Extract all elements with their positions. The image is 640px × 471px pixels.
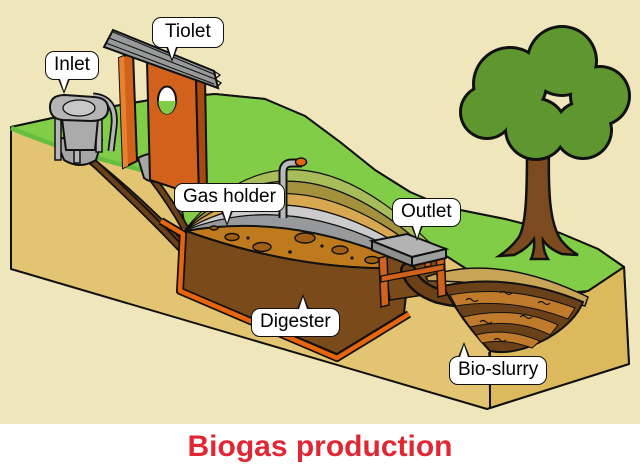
tree-canopy xyxy=(459,25,631,161)
tree xyxy=(459,25,631,261)
label-outlet: Outlet xyxy=(392,198,461,241)
bio-slurry-pit xyxy=(441,280,585,409)
hut-front-wall xyxy=(145,60,201,198)
page-title: Biogas production xyxy=(187,430,453,463)
gas-valve-knob xyxy=(294,157,308,167)
pit-texture-squiggles xyxy=(465,290,551,343)
tree-trunk xyxy=(494,148,579,261)
outlet-structure xyxy=(368,232,450,308)
label-outlet-text: Outlet xyxy=(401,201,452,222)
slurry-lumps xyxy=(209,225,380,265)
label-gas-holder: Gas holder xyxy=(174,183,285,226)
label-digester: Digester xyxy=(251,294,340,337)
digester-lining xyxy=(158,217,412,362)
inlet-pan xyxy=(48,92,118,164)
gas-pipe xyxy=(278,157,308,218)
label-bio-slurry-text: Bio-slurry xyxy=(458,359,539,380)
label-toilet: Tiolet xyxy=(152,17,224,62)
label-inlet: Inlet xyxy=(45,51,99,94)
label-bio-slurry: Bio-slurry xyxy=(449,342,548,385)
label-gas-holder-text: Gas holder xyxy=(183,186,276,207)
label-toilet-text: Tiolet xyxy=(165,21,211,42)
title-strip xyxy=(0,424,640,471)
label-inlet-text: Inlet xyxy=(54,54,90,75)
label-digester-text: Digester xyxy=(260,311,331,332)
